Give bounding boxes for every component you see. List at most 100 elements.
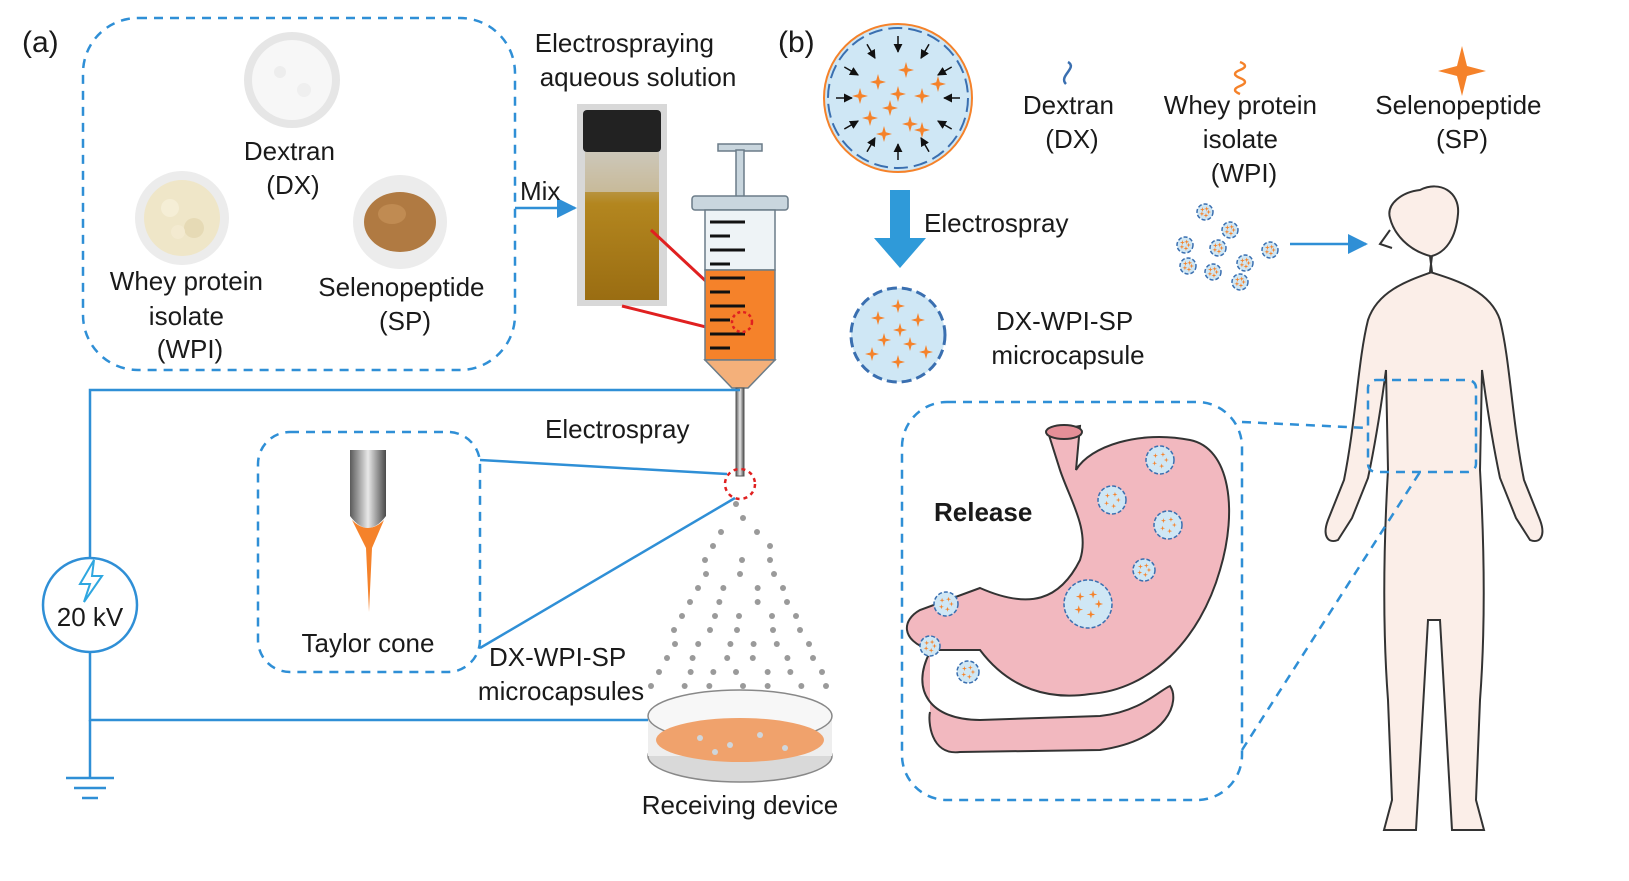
voltage-label: 20 kV: [57, 602, 124, 632]
sp-star: [1211, 272, 1217, 278]
spray-droplet: [648, 683, 654, 689]
sp-star: [914, 122, 930, 138]
microcapsule: [1179, 257, 1197, 275]
microcapsule-sp-stars: [865, 299, 933, 369]
sp-star: [1142, 572, 1148, 578]
spray-droplet: [712, 613, 718, 619]
sp-star: [1206, 209, 1212, 215]
spray-droplet: [764, 683, 771, 689]
sp-star: [862, 110, 878, 126]
legend-sp: Selenopeptide (SP): [1375, 90, 1549, 154]
spray-droplet: [734, 627, 740, 633]
spray-droplet: [672, 641, 678, 647]
microcapsule: [1196, 203, 1214, 221]
sp-star: [1167, 528, 1173, 534]
stomach-illustration: [905, 424, 1231, 754]
spray-droplet: [773, 641, 780, 647]
taylor-cone-box: [256, 430, 482, 674]
sp-star: [898, 62, 914, 78]
electrospray-label-b: Electrospray: [924, 208, 1069, 238]
sp-star: [1269, 244, 1275, 250]
sp-star: [1239, 258, 1245, 264]
sp-star: [1137, 570, 1143, 576]
zoom-wire-top: [479, 458, 728, 476]
sp-star: [870, 74, 886, 90]
sp-label: Selenopeptide (SP): [318, 272, 492, 336]
microcapsule: [1221, 221, 1239, 239]
shrink-arrow: [920, 137, 930, 153]
spray-droplet: [754, 585, 761, 591]
spray-droplet: [671, 627, 677, 633]
spray-droplet: [679, 613, 685, 619]
sp-star: [890, 86, 906, 102]
droplet-sp-stars: [852, 62, 946, 142]
sp-star: [1214, 269, 1220, 275]
microcapsule: [1176, 236, 1194, 254]
shrink-arrow: [937, 66, 953, 76]
stomach-box: [900, 400, 1244, 802]
spray-droplet: [780, 585, 786, 591]
legend-dextran: Dextran (DX): [1023, 90, 1121, 154]
spray-droplet: [710, 669, 717, 675]
sp-star: [893, 323, 907, 337]
sp-star: [1187, 260, 1193, 266]
shrink-arrow: [843, 66, 859, 76]
sp-star: [1088, 590, 1098, 599]
panel-a-tag: (a): [22, 26, 59, 59]
sp-star: [1217, 242, 1223, 248]
sp-star: [967, 665, 973, 671]
sp-star: [1224, 229, 1230, 235]
legend-wpi: Whey protein isolate (WPI): [1164, 90, 1324, 188]
spray-droplet: [819, 669, 825, 675]
sp-star: [877, 333, 891, 347]
sp-star: [903, 337, 917, 351]
taylor-cone-marker: [723, 467, 757, 501]
sp-star: [902, 116, 918, 132]
microcapsule: [1261, 241, 1279, 259]
spray-droplet: [784, 599, 790, 605]
sp-star: [1074, 605, 1084, 614]
sp-star: [938, 604, 944, 610]
spray-droplet: [720, 585, 727, 591]
sp-star: [1179, 244, 1185, 250]
solution-vial-photo: [577, 104, 667, 306]
spray-droplet: [764, 669, 771, 675]
spray-droplet: [793, 613, 799, 619]
microcapsule-illustration: [849, 286, 947, 384]
wpi-legend-icon: [1233, 60, 1247, 96]
dextran-label: Dextran (DX): [244, 136, 342, 200]
sp-star: [1199, 207, 1205, 213]
sp-star: [1203, 212, 1209, 218]
sp-star: [1137, 564, 1143, 570]
ingredients-box: [81, 16, 517, 372]
human-body-illustration: [1324, 185, 1544, 831]
sp-star: [928, 647, 934, 653]
microcapsule: [956, 660, 980, 684]
sp-star: [911, 313, 925, 327]
sp-star: [871, 311, 885, 325]
sp-star: [1212, 247, 1218, 253]
sp-star: [932, 643, 937, 649]
sp-star: [1163, 457, 1169, 463]
sp-star: [919, 345, 933, 359]
spray-droplet: [687, 669, 694, 675]
product-label: DX-WPI-SP microcapsules: [478, 642, 644, 706]
sp-star: [1112, 491, 1118, 497]
sp-star: [924, 640, 930, 646]
microcapsule-cluster: [1176, 203, 1279, 291]
spray-droplet: [733, 501, 739, 507]
receiving-dish: [647, 689, 833, 783]
spray-droplet: [787, 669, 794, 675]
sp-star: [944, 606, 950, 612]
spray-droplet: [707, 627, 713, 633]
microcapsule: [933, 591, 959, 617]
sp-star: [1184, 239, 1190, 245]
spray-droplet: [736, 613, 742, 619]
sp-star: [1234, 277, 1240, 283]
spray-droplet: [769, 613, 775, 619]
shrink-arrow: [920, 43, 930, 59]
sp-star: [891, 299, 905, 313]
sp-star: [1224, 225, 1230, 231]
sp-star: [1264, 249, 1270, 255]
sp-star: [1204, 206, 1210, 212]
